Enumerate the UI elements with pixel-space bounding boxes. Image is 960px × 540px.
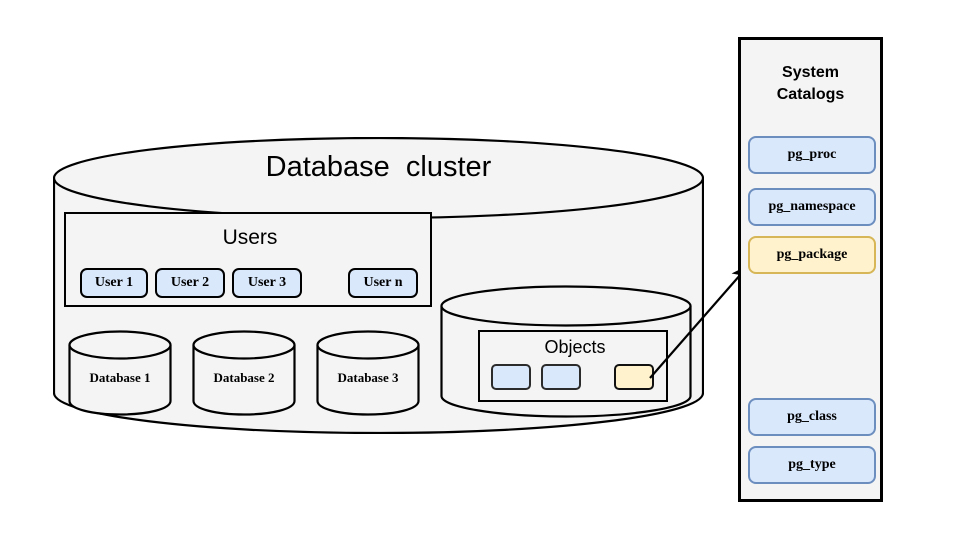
system-catalogs-title-line2: Catalogs	[776, 86, 845, 103]
system-catalogs-title: System Catalogs	[741, 62, 880, 106]
users-group: Users User 1 User 2 User 3 User n	[64, 212, 432, 307]
catalog-chip-pg-type[interactable]: pg_type	[748, 446, 876, 484]
users-title: Users	[222, 226, 278, 249]
database-label: Database 1	[89, 370, 151, 385]
objects-title: Objects	[544, 337, 606, 357]
user-chip-3[interactable]: User 3	[232, 268, 302, 298]
catalog-chip-pg-package[interactable]: pg_package	[748, 236, 876, 274]
user-chip-n[interactable]: User n	[348, 268, 418, 298]
cylinder-shape-icon	[316, 330, 420, 416]
database-cylinder-3[interactable]: Database 3	[316, 330, 420, 416]
objects-group: Objects	[478, 330, 668, 402]
system-catalogs-title-line1: System	[782, 64, 839, 81]
cylinder-shape-icon	[68, 330, 172, 416]
user-chip-2[interactable]: User 2	[155, 268, 225, 298]
database-cylinder-2[interactable]: Database 2	[192, 330, 296, 416]
catalog-chip-pg-proc[interactable]: pg_proc	[748, 136, 876, 174]
database-cylinder-1[interactable]: Database 1	[68, 330, 172, 416]
object-chip-2[interactable]	[541, 364, 581, 390]
database-label: Database 3	[337, 370, 399, 385]
user-chip-1[interactable]: User 1	[80, 268, 148, 298]
cluster-title: Database cluster	[265, 151, 492, 183]
object-chip-package[interactable]	[614, 364, 654, 390]
object-chip-1[interactable]	[491, 364, 531, 390]
catalog-chip-pg-class[interactable]: pg_class	[748, 398, 876, 436]
system-catalogs-panel: System Catalogs pg_proc pg_namespace pg_…	[738, 37, 883, 502]
cylinder-shape-icon	[192, 330, 296, 416]
database-label: Database 2	[213, 370, 275, 385]
catalog-chip-pg-namespace[interactable]: pg_namespace	[748, 188, 876, 226]
